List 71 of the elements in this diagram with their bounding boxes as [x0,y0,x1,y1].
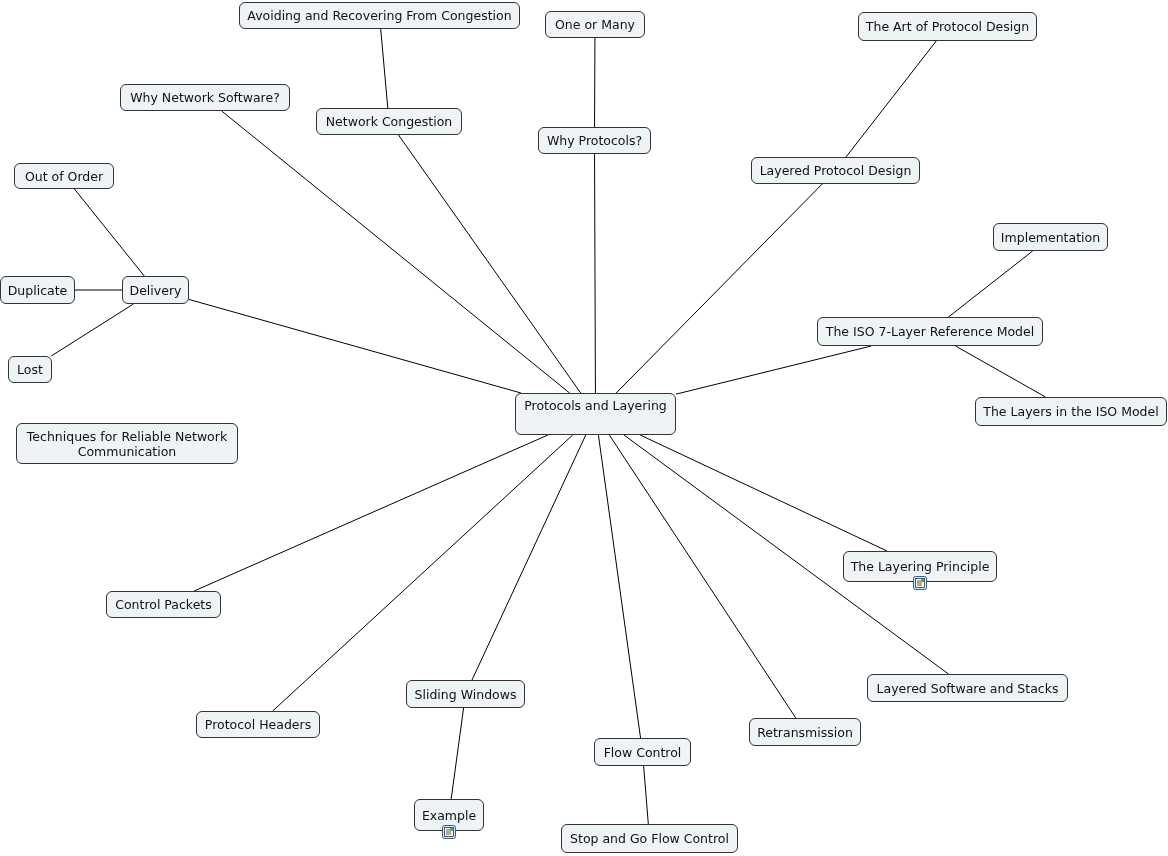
topic-box [749,718,861,746]
topic-box [867,674,1068,702]
topic-label: Implementation [1000,229,1101,245]
topic-label: Network Congestion [325,114,453,129]
topic-box [8,356,52,383]
connector-line [955,345,1046,398]
topic-box [751,157,920,184]
connector-line [608,434,797,719]
topic-box [106,591,221,618]
topic-label: Why Protocols? [546,133,643,148]
topic-label: The Layering Principle [850,559,990,574]
topic-box [316,108,462,135]
connector-line [272,434,574,712]
topic-label: Layered Protocol Design [759,163,912,178]
connector-line [594,153,596,394]
topic-box [14,163,114,189]
connector-line [74,289,123,291]
topic-label: Sliding Windows [414,686,517,702]
connector-line [188,298,522,394]
connector-line [471,434,587,681]
topic-box [817,317,1043,346]
topic-box [196,711,320,738]
topic-box [594,738,691,766]
topic-label: Techniques for Reliable Network Communication [25,428,229,459]
topic-label: The Art of Protocol Design [865,19,1030,34]
topic-label: Delivery [129,282,182,298]
connector-line [639,434,888,552]
topic-label: Example [421,807,477,823]
topic-label: Stop and Go Flow Control [570,831,729,846]
topic-box [993,223,1108,251]
topic-box [858,12,1037,41]
topic-box [122,276,189,304]
topic-label: Why Network Software? [130,90,280,105]
topic-box [406,680,525,708]
connector-line [193,434,549,592]
connector-line [380,28,389,109]
connector-line [450,707,465,800]
topic-box [561,824,738,853]
connector-line [623,434,949,675]
topic-box [239,2,520,29]
topic-label: Flow Control [603,744,682,760]
topic-box [538,127,651,154]
topic-label: Lost [17,362,43,377]
topic-box [975,397,1167,426]
topic-box [120,84,290,111]
connector-line [73,188,145,277]
connector-line [845,40,937,158]
connector-line [615,183,823,394]
connector-line [398,134,582,394]
topic-label: Protocol Headers [204,717,312,732]
topic-label: The ISO 7-Layer Reference Model [825,324,1035,339]
topic-box [0,276,75,304]
connector-line [675,345,872,395]
topic-label: Duplicate [7,282,68,298]
topic-box [545,11,645,38]
topic-box [16,423,238,464]
connector-line [594,37,596,128]
topic-label: Retransmission [757,724,853,740]
connector-line [948,250,1034,318]
connector-line [50,303,134,357]
topic-label: Avoiding and Recovering From Congestion [247,8,512,23]
topic-label: Out of Order [24,168,104,184]
topic-label: Protocols and Layering [524,398,667,413]
connector-line [597,434,642,739]
connector-line [221,110,571,394]
connector-line [643,765,649,825]
central-topic-box [515,393,676,435]
topic-label: The Layers in the ISO Model [983,404,1159,419]
topic-label: Layered Software and Stacks [876,680,1059,696]
topic-label: One or Many [555,17,635,32]
topic-label: Control Packets [115,597,212,612]
